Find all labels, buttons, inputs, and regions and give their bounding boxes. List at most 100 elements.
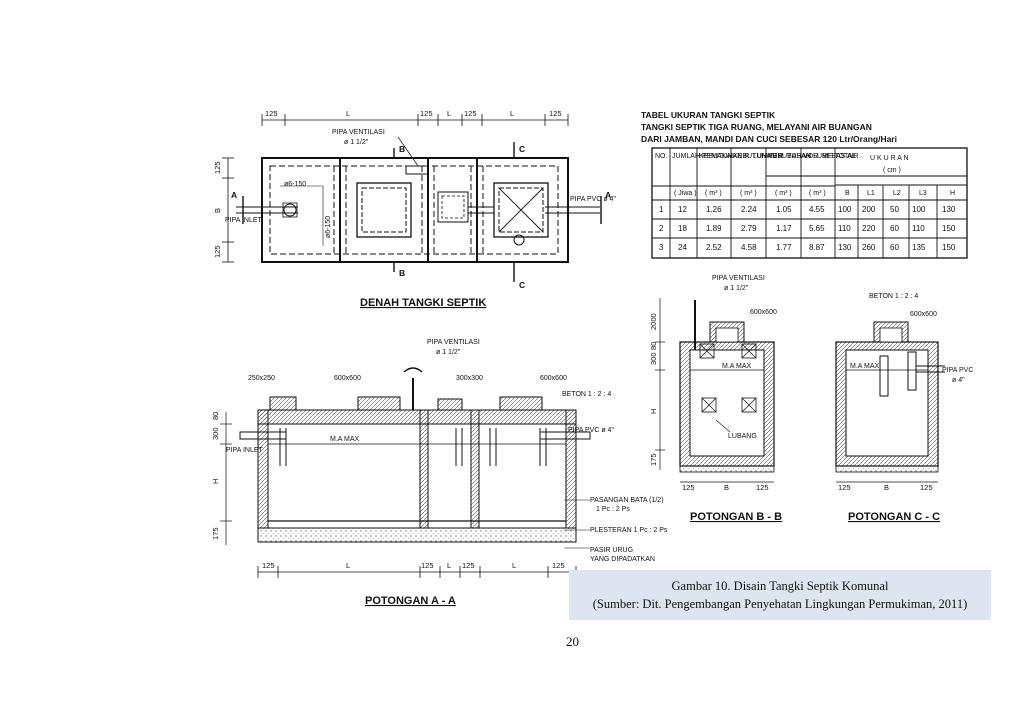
svg-text:1.17: 1.17 xyxy=(776,224,792,233)
svg-text:PIPA VENTILASI: PIPA VENTILASI xyxy=(427,339,480,346)
section-bb xyxy=(655,298,775,483)
svg-text:KEBUTUHAN R. LUMPUR: KEBUTUHAN R. LUMPUR xyxy=(699,153,783,160)
svg-text:125: 125 xyxy=(552,561,565,570)
svg-text:125: 125 xyxy=(213,161,222,174)
svg-text:12: 12 xyxy=(678,205,687,214)
svg-text:2: 2 xyxy=(659,224,664,233)
svg-text:L: L xyxy=(512,561,516,570)
svg-text:130: 130 xyxy=(942,205,956,214)
svg-text:125: 125 xyxy=(262,561,275,570)
svg-text:600x600: 600x600 xyxy=(750,309,777,316)
svg-text:B: B xyxy=(399,144,405,154)
svg-text:100: 100 xyxy=(912,205,926,214)
svg-text:2000: 2000 xyxy=(649,313,658,330)
svg-text:2.52: 2.52 xyxy=(706,243,722,252)
svg-text:125: 125 xyxy=(421,561,434,570)
svg-text:ø 1 1/2": ø 1 1/2" xyxy=(344,139,369,146)
svg-text:L: L xyxy=(346,109,350,118)
svg-text:125: 125 xyxy=(462,561,475,570)
svg-text:C: C xyxy=(519,280,525,290)
svg-text:L2: L2 xyxy=(893,190,901,197)
svg-text:5.65: 5.65 xyxy=(809,224,825,233)
svg-text:150: 150 xyxy=(942,224,956,233)
svg-text:110: 110 xyxy=(912,224,925,233)
svg-text:ø6-150: ø6-150 xyxy=(284,181,306,188)
svg-text:PIPA INLET: PIPA INLET xyxy=(226,447,264,454)
svg-text:L: L xyxy=(346,561,350,570)
svg-text:300: 300 xyxy=(211,427,220,440)
svg-text:L: L xyxy=(447,561,451,570)
section-aa-title: POTONGAN A - A xyxy=(365,595,456,607)
svg-text:80: 80 xyxy=(649,342,658,350)
svg-text:125: 125 xyxy=(682,483,695,492)
svg-text:A: A xyxy=(605,190,611,200)
svg-text:( m³ ): ( m³ ) xyxy=(809,190,826,197)
svg-text:L1: L1 xyxy=(867,190,875,197)
svg-text:U K U R A N: U K U R A N xyxy=(870,155,909,162)
svg-text:300x300: 300x300 xyxy=(456,375,483,382)
svg-text:KEBUTUHAN R. BEBAS AIR: KEBUTUHAN R. BEBAS AIR xyxy=(768,153,859,160)
svg-text:ø 1 1/2": ø 1 1/2" xyxy=(436,349,461,356)
svg-text:B: B xyxy=(213,208,222,213)
page-number: 20 xyxy=(566,634,579,649)
svg-text:1.89: 1.89 xyxy=(706,224,722,233)
plan-labels: 125 L 125 L 125 L 125 125 B 125 PIPA VEN… xyxy=(213,109,616,309)
svg-text:PASANGAN BATA (1/2): PASANGAN BATA (1/2) xyxy=(590,497,664,504)
svg-text:M.A MAX: M.A MAX xyxy=(722,363,752,370)
svg-text:125: 125 xyxy=(920,483,933,492)
svg-text:250x250: 250x250 xyxy=(248,375,275,382)
svg-text:3: 3 xyxy=(659,243,664,252)
svg-text:JUMLAH PEMAKAI: JUMLAH PEMAKAI xyxy=(672,153,733,160)
svg-text:BETON 1 : 2 : 4: BETON 1 : 2 : 4 xyxy=(869,293,918,300)
svg-text:L3: L3 xyxy=(919,190,927,197)
svg-text:( cm ): ( cm ) xyxy=(883,167,901,174)
svg-text:PIPA PVC: PIPA PVC xyxy=(942,367,973,374)
svg-text:B: B xyxy=(399,268,405,278)
svg-text:PASIR URUG: PASIR URUG xyxy=(590,547,633,554)
svg-text:1 Pc : 2 Ps: 1 Pc : 2 Ps xyxy=(596,506,630,513)
svg-text:4.58: 4.58 xyxy=(741,243,757,252)
svg-text:TABEL UKURAN TANGKI SEPTIK: TABEL UKURAN TANGKI SEPTIK xyxy=(641,110,776,120)
svg-text:PIPA PVC ø 4": PIPA PVC ø 4" xyxy=(570,196,616,203)
svg-text:VOLUME TOTAL: VOLUME TOTAL xyxy=(803,153,856,160)
svg-text:BETON 1 : 2 : 4: BETON 1 : 2 : 4 xyxy=(562,391,611,398)
svg-text:( Jiwa ): ( Jiwa ) xyxy=(674,190,697,197)
svg-text:TANGKI SEPTIK TIGA RUANG, MELA: TANGKI SEPTIK TIGA RUANG, MELAYANI AIR B… xyxy=(641,122,872,132)
svg-text:1.77: 1.77 xyxy=(776,243,792,252)
section-cc-title: POTONGAN C - C xyxy=(848,511,940,523)
plan-view xyxy=(222,114,602,282)
section-bb-title: POTONGAN B - B xyxy=(690,511,782,523)
svg-text:110: 110 xyxy=(838,224,851,233)
svg-text:2.24: 2.24 xyxy=(741,205,757,214)
svg-text:1.05: 1.05 xyxy=(776,205,792,214)
size-table-title: TABEL UKURAN TANGKI SEPTIK TANGKI SEPTIK… xyxy=(641,110,897,144)
size-table xyxy=(651,147,968,259)
size-table-text: NO. JUMLAH PEMAKAI KEBUTUHAN R. LUMPUR K… xyxy=(655,153,956,252)
svg-text:M.A MAX: M.A MAX xyxy=(330,436,360,443)
svg-text:ø6-150: ø6-150 xyxy=(325,216,332,238)
svg-text:DARI JAMBAN, MANDI DAN CUCI SE: DARI JAMBAN, MANDI DAN CUCI SEBESAR 120 … xyxy=(641,134,897,144)
svg-text:YANG DIPADATKAN: YANG DIPADATKAN xyxy=(590,556,655,563)
section-cc xyxy=(835,321,945,483)
caption-line-1: Gambar 10. Disain Tangki Septik Komunal xyxy=(671,579,889,593)
svg-text:130: 130 xyxy=(838,243,852,252)
svg-text:2.79: 2.79 xyxy=(741,224,757,233)
svg-text:B: B xyxy=(884,483,889,492)
svg-text:175: 175 xyxy=(211,527,220,540)
caption-line-2: (Sumber: Dit. Pengembangan Penyehatan Li… xyxy=(592,597,968,611)
svg-text:NO.: NO. xyxy=(655,153,668,160)
svg-text:220: 220 xyxy=(862,224,876,233)
svg-text:18: 18 xyxy=(678,224,687,233)
svg-text:200: 200 xyxy=(862,205,876,214)
svg-text:50: 50 xyxy=(890,205,899,214)
svg-text:C: C xyxy=(519,144,525,154)
svg-text:125: 125 xyxy=(420,109,433,118)
svg-text:125: 125 xyxy=(838,483,851,492)
svg-text:KEBUTUHAN R. BASAH: KEBUTUHAN R. BASAH xyxy=(733,153,811,160)
svg-text:60: 60 xyxy=(890,243,899,252)
svg-text:PLESTERAN 1 Pc : 2 Ps: PLESTERAN 1 Pc : 2 Ps xyxy=(590,527,668,534)
svg-text:125: 125 xyxy=(464,109,477,118)
svg-text:150: 150 xyxy=(942,243,956,252)
svg-text:24: 24 xyxy=(678,243,687,252)
svg-text:( m³ ): ( m³ ) xyxy=(705,190,722,197)
